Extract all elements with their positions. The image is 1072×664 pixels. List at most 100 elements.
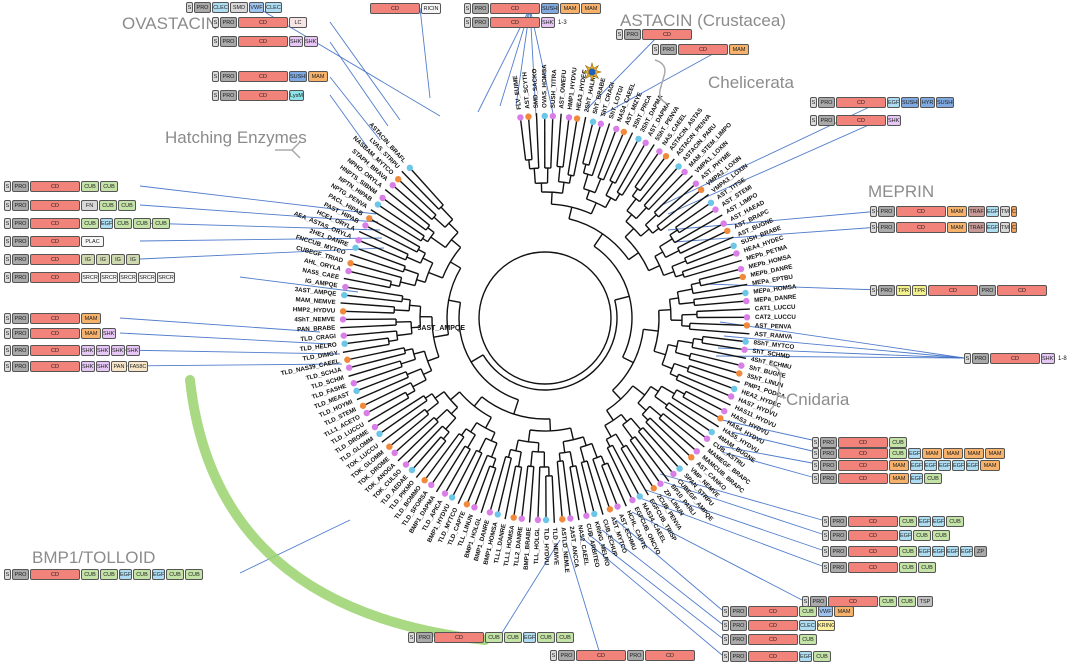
leaf-dot [339,316,347,323]
tree-branch [662,413,705,448]
leaf-dot [339,308,347,315]
tree-branch [397,421,439,462]
tree-branch [428,271,443,279]
tree-branch [656,187,704,227]
caption-meprin: MEPRIN [868,182,935,201]
domain-s: S [722,634,729,645]
domain-s: S [464,3,471,14]
tree-branch [341,337,389,345]
domain-cub: CUB [99,200,117,211]
tree-branch [390,182,433,220]
tree-branch [349,253,404,273]
tree-branch [654,251,664,257]
tree-arc [443,391,459,408]
tree-branch [604,425,612,438]
domain-cub: CUB [100,569,118,580]
tree-branch [358,230,409,255]
leaf-dot [738,362,745,369]
domain-cub: CUB [114,218,132,229]
tree-arc [601,462,608,467]
domain-pro: PRO [624,29,641,40]
leaf-dot [362,222,369,229]
tree-arc [580,442,593,448]
tree-branch [637,431,676,477]
tree-branch [593,233,604,247]
leaf-dot [730,242,737,250]
tree-branch [612,389,622,400]
tree-arc [557,460,564,463]
tree-arc [638,427,644,432]
domain-srcr: SRCR [81,272,99,283]
tree-branch [340,302,395,308]
domain-cd: CD [30,236,80,247]
tree-branch [409,304,421,308]
domain-egf: EGF [966,460,979,471]
domain-architecture: SPROCDSHKT1-3 [464,17,567,28]
leaf-dot [567,515,574,522]
tree-branch [428,436,465,488]
leaf-label: IG_AMPQE [305,277,338,289]
tree-branch [412,379,427,388]
tree-branch [677,288,693,293]
tree-arc [424,409,430,415]
leaf-label: AST_PENVA [755,322,792,330]
tree-branch [386,413,430,450]
tree-branch [472,465,491,511]
tree-arc [675,226,680,234]
domain-pro: PRO [820,473,837,484]
domain-s: S [812,448,819,459]
tree-branch [685,390,728,414]
domain-shkt: SHKT [96,345,110,356]
tree-branch [664,407,710,442]
domain-shkt: SHKT [96,361,110,372]
leaf-dot [463,501,471,508]
tree-branch [682,251,740,273]
tree-branch [637,402,647,411]
leaf-dot [724,227,731,235]
domain-ig: IG [111,254,125,265]
domain-egf: EGF [899,530,912,541]
domain-pro: PRO [730,651,747,662]
tree-arc [653,211,660,218]
tree-branch [659,238,673,248]
tree-branch [699,267,745,281]
tree-branch [372,395,425,430]
tree-branch [388,339,398,342]
domain-pro: PRO [558,650,575,661]
domain-mam: MAM [889,460,909,471]
tree-branch [442,431,450,440]
tree-branch [528,466,535,523]
connector-line [329,94,369,149]
leaf-label: SUSH_TITRA [550,69,559,109]
tree-arc [387,338,390,345]
leaf-dot [510,514,517,521]
connector-line [721,451,813,478]
leaf-dot [650,485,657,492]
domain-sushi: SUSHI [541,3,559,14]
domain-s: S [4,313,11,324]
leaf-dot [642,139,649,147]
domain-cd: CD [30,328,80,339]
tree-branch [406,368,422,376]
domain-pro: PRO [830,562,847,573]
connector-line [139,185,377,215]
leaf-dot [363,409,370,417]
leaf-dot [681,168,688,176]
tree-branch [631,188,639,197]
tree-branch [694,300,750,307]
domain-pro: PRO [878,222,895,233]
tree-branch [620,414,628,422]
tree-branch [440,206,454,220]
tree-branch [535,113,540,169]
tree-branch [658,181,699,218]
tree-branch [675,379,731,406]
tree-branch [649,405,662,417]
leaf-dot [597,120,605,128]
domain-cd: CD [997,285,1047,296]
domain-cub: CUB [889,448,907,459]
domain-cub: CUB [152,218,170,229]
tree-branch [568,207,573,220]
